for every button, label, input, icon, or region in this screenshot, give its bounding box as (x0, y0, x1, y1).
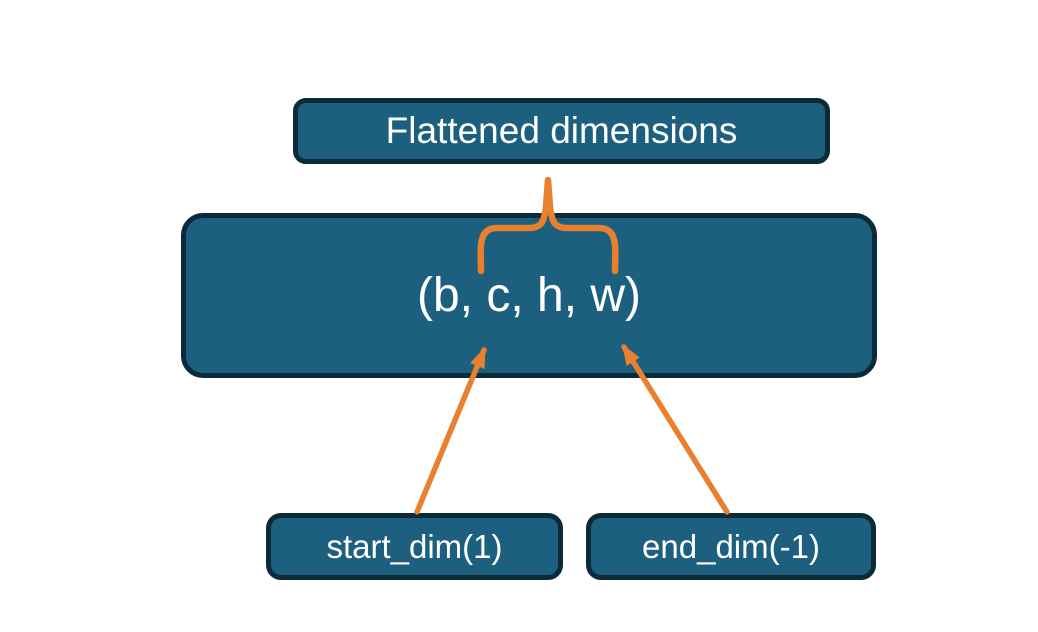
tensor-shape-label: (b, c, h, w) (416, 269, 642, 322)
flattened-dimensions-label: Flattened dimensions (385, 110, 738, 151)
end-dim-label: end_dim(-1) (642, 527, 820, 565)
flattened-dimensions-box: Flattened dimensions (293, 98, 830, 164)
start-dim-box: start_dim(1) (266, 513, 563, 580)
start-dim-label: start_dim(1) (326, 527, 503, 565)
tensor-shape-box: (b, c, h, w) (181, 213, 877, 378)
end-dim-box: end_dim(-1) (586, 513, 876, 580)
